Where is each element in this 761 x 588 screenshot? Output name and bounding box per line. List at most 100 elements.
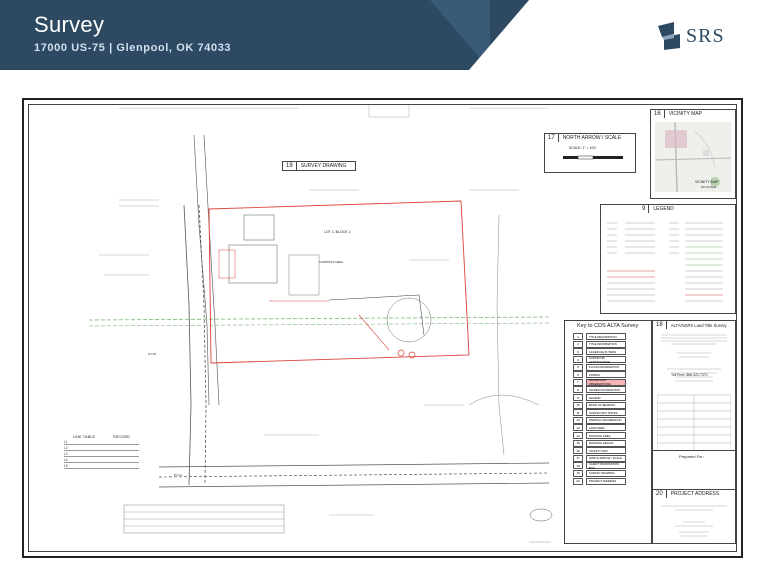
key-item-label: ZONING xyxy=(586,371,626,379)
key-item-num: 5 xyxy=(573,363,583,371)
key-item-num: 19 xyxy=(573,469,583,477)
key-item-label: TITLE DESCRIPTION xyxy=(586,333,626,341)
key-item-num: 6 xyxy=(573,371,583,379)
line-table-record: RECORD xyxy=(112,434,131,439)
survey-sheet: LOT 1, BLOCK 1 COMPOST AREA P.O.B. P.O.C… xyxy=(22,98,743,558)
table-row: L4 xyxy=(64,457,139,463)
project-address-label: PROJECT ADDRESS xyxy=(670,491,720,497)
logo-text: SRS xyxy=(686,25,725,47)
table-row: L3 xyxy=(64,451,139,457)
alta-num: 18 xyxy=(653,321,667,329)
key-item-num: 11 xyxy=(573,409,583,417)
lot-label: LOT 1, BLOCK 1 xyxy=(324,230,351,234)
vicinity-map xyxy=(655,122,731,192)
key-item-label: SURVEYOR'S NOTES xyxy=(586,409,626,417)
legend-symbols xyxy=(607,222,723,302)
key-item-num: 15 xyxy=(573,439,583,447)
key-item-label: BUILDING HEIGHT xyxy=(586,439,626,447)
vicinity-head: 16 VICINITY MAP xyxy=(651,110,706,118)
vicinity-map-sub: NO SCALE xyxy=(701,185,717,189)
key-item-label: NORTH ARROW / SCALE xyxy=(586,454,626,462)
page-subtitle: 17000 US-75 | Glenpool, OK 74033 xyxy=(34,42,232,54)
project-address-num: 20 xyxy=(653,490,667,498)
survey-drawing xyxy=(88,105,553,543)
header-cut xyxy=(469,0,529,70)
srs-logo: SRS xyxy=(658,22,738,50)
key-item-num: 4 xyxy=(573,356,583,364)
compost-label: COMPOST AREA xyxy=(319,260,343,264)
key-item-num: 1 xyxy=(573,333,583,341)
legend-panel: 9 LEGEND xyxy=(600,204,736,314)
key-item-label: TITLE INFORMATION xyxy=(586,340,626,348)
survey-drawing-head: 19 SURVEY DRAWING xyxy=(283,162,350,170)
header-logo-area xyxy=(529,0,761,70)
prepared-for-panel: Prepared For: xyxy=(652,450,736,490)
survey-drawing-num: 19 xyxy=(283,162,297,170)
key-item-label: SCHEDULE B ITEMS xyxy=(586,348,626,356)
key-item-label: LAND AREA xyxy=(586,424,626,432)
key-item-num: 12 xyxy=(573,416,583,424)
north-arrow-panel: 17 NORTH ARROW / SCALE SCALE: 1" = 100' xyxy=(544,133,636,173)
north-arrow-num: 17 xyxy=(545,134,559,142)
vicinity-map-title: VICINITY MAP xyxy=(695,180,719,184)
key-item-label: VICINITY MAP xyxy=(586,447,626,455)
key-item-label: BASIS OF BEARING xyxy=(586,401,626,409)
key-item-num: 13 xyxy=(573,424,583,432)
table-row: L1 xyxy=(64,439,139,445)
key-item-label: BUILDING AREA xyxy=(586,432,626,440)
page-title: Survey xyxy=(34,12,105,37)
legend-head: 9 LEGEND xyxy=(639,205,678,213)
poc-label: P.O.C. xyxy=(174,473,183,477)
project-address-head: 20 PROJECT ADDRESS xyxy=(653,490,723,498)
srs-logo-icon xyxy=(658,22,680,50)
key-item-label: PROJECT ADDRESS xyxy=(586,477,626,485)
line-table: LINE TABLE RECORD L1 L2 L3 L4 L5 xyxy=(64,434,139,469)
key-item-num: 18 xyxy=(573,462,583,470)
survey-drawing-title: 19 SURVEY DRAWING xyxy=(282,161,356,171)
alta-head: 18 ALTA/NSPS Land Title Survey xyxy=(653,321,731,329)
legend-label: LEGEND xyxy=(653,206,674,212)
line-table-title: LINE TABLE xyxy=(72,434,96,439)
scale-bar-icon xyxy=(563,155,623,160)
key-item-label: SURVEYOR CERTIFICATION xyxy=(586,356,626,364)
key-item-num: 9 xyxy=(573,394,583,402)
key-item-label: LEGEND xyxy=(586,394,626,402)
key-title: Key to CDS ALTA Survey xyxy=(577,323,639,329)
key-item-label: CLIENT INFORMATION BOX xyxy=(586,462,626,470)
key-item-num: 3 xyxy=(573,348,583,356)
legend-num: 9 xyxy=(639,205,650,213)
project-address-lines xyxy=(661,505,727,537)
vicinity-num: 16 xyxy=(651,110,665,118)
key-item-label: FLOOD INFORMATION xyxy=(586,363,626,371)
scale-text: SCALE: 1" = 100' xyxy=(569,146,597,150)
key-item-label: PARKING INFORMATION xyxy=(586,416,626,424)
alta-label: ALTA/NSPS Land Title Survey xyxy=(670,322,727,328)
key-item-num: 7 xyxy=(573,378,583,386)
key-item-num: 16 xyxy=(573,447,583,455)
key-item-num: 14 xyxy=(573,432,583,440)
project-address-panel: 20 PROJECT ADDRESS xyxy=(652,489,736,544)
key-item-label: SURVEY DRAWING xyxy=(586,469,626,477)
key-item-num: 10 xyxy=(573,401,583,409)
key-item-num: 2 xyxy=(573,340,583,348)
pob-label: P.O.B. xyxy=(148,352,157,356)
